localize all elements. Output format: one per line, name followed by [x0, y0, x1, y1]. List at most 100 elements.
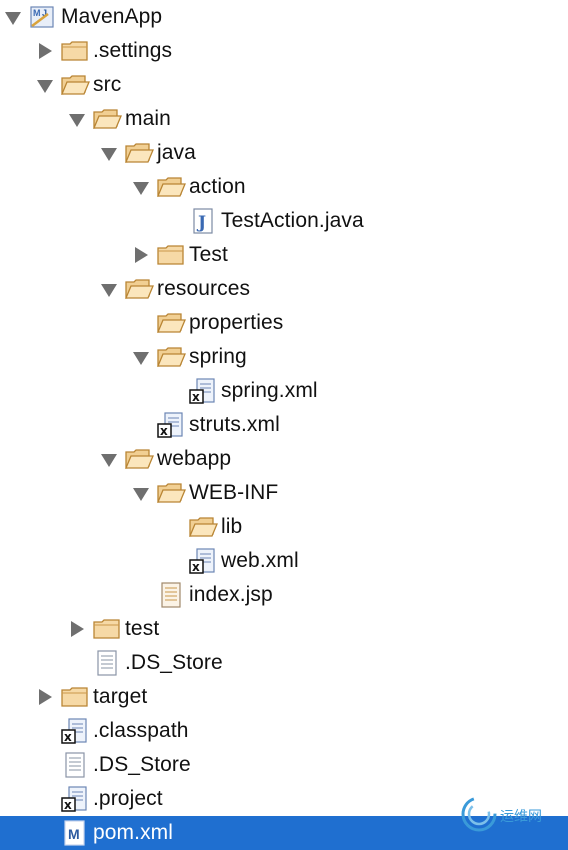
pom-file-icon: M [60, 820, 90, 846]
tree-item-label: web.xml [221, 549, 299, 572]
tree-item-label: pom.xml [93, 821, 174, 844]
collapsed-arrow-icon[interactable] [68, 620, 86, 638]
twisty-spacer [164, 212, 182, 230]
tree-item[interactable]: .DS_Store [0, 748, 568, 782]
folder-icon [92, 616, 122, 642]
expanded-arrow-icon[interactable] [100, 450, 118, 468]
folder-open-icon [124, 140, 154, 166]
tree-item[interactable]: action [0, 170, 568, 204]
folder-open-icon [156, 310, 186, 336]
svg-text:x: x [192, 560, 200, 574]
tree-item-label: TestAction.java [221, 209, 364, 232]
folder-open-icon [156, 480, 186, 506]
svg-text:M: M [33, 8, 41, 18]
tree-item[interactable]: target [0, 680, 568, 714]
expanded-arrow-icon[interactable] [68, 110, 86, 128]
tree-item[interactable]: .settings [0, 34, 568, 68]
tree-item[interactable]: src [0, 68, 568, 102]
twisty-spacer [36, 790, 54, 808]
tree-item-label: .DS_Store [93, 753, 191, 776]
twisty-spacer [36, 824, 54, 842]
tree-item[interactable]: J TestAction.java [0, 204, 568, 238]
folder-icon [60, 684, 90, 710]
xml-file-icon: x [156, 412, 186, 438]
tree-item-label: .project [93, 787, 163, 810]
svg-text:x: x [160, 424, 168, 438]
tree-item[interactable]: WEB-INF [0, 476, 568, 510]
tree-item[interactable]: test [0, 612, 568, 646]
folder-open-icon [124, 276, 154, 302]
folder-open-icon [60, 72, 90, 98]
xml-file-icon: x [188, 378, 218, 404]
text-file-icon [60, 752, 90, 778]
tree-item[interactable]: lib [0, 510, 568, 544]
xml-file-icon: x [188, 548, 218, 574]
folder-open-icon [188, 514, 218, 540]
tree-item-label: lib [221, 515, 243, 538]
tree-item[interactable]: x spring.xml [0, 374, 568, 408]
watermark-text: 运维网 [500, 809, 542, 825]
svg-text:J: J [196, 213, 206, 233]
expanded-arrow-icon[interactable] [100, 144, 118, 162]
tree-item[interactable]: main [0, 102, 568, 136]
tree-item-label: target [93, 685, 148, 708]
java-file-icon: J [188, 208, 218, 234]
expanded-arrow-icon[interactable] [132, 348, 150, 366]
tree-item-label: .DS_Store [125, 651, 223, 674]
svg-text:J: J [42, 8, 47, 18]
tree-item[interactable]: webapp [0, 442, 568, 476]
expanded-arrow-icon[interactable] [36, 76, 54, 94]
tree-item-label: test [125, 617, 160, 640]
jsp-file-icon [156, 582, 186, 608]
tree-item[interactable]: Test [0, 238, 568, 272]
tree-item-label: .settings [93, 39, 173, 62]
tree-item[interactable]: .DS_Store [0, 646, 568, 680]
twisty-spacer [36, 756, 54, 774]
tree-item-label: webapp [157, 447, 232, 470]
collapsed-arrow-icon[interactable] [132, 246, 150, 264]
collapsed-arrow-icon[interactable] [36, 688, 54, 706]
tree-item[interactable]: properties [0, 306, 568, 340]
twisty-spacer [164, 382, 182, 400]
expanded-arrow-icon[interactable] [100, 280, 118, 298]
twisty-spacer [68, 654, 86, 672]
tree-item[interactable]: x.classpath [0, 714, 568, 748]
tree-item[interactable]: java [0, 136, 568, 170]
twisty-spacer [36, 722, 54, 740]
tree-item[interactable]: x struts.xml [0, 408, 568, 442]
xml-file-icon: x [60, 718, 90, 744]
tree-item[interactable]: index.jsp [0, 578, 568, 612]
tree-item[interactable]: x .project [0, 782, 568, 816]
watermark: 运维网 [460, 795, 564, 837]
tree-item[interactable]: x web.xml [0, 544, 568, 578]
tree-item-label: index.jsp [189, 583, 273, 606]
folder-open-icon [156, 174, 186, 200]
twisty-spacer [164, 518, 182, 536]
tree-item-label: main [125, 107, 171, 130]
twisty-spacer [132, 586, 150, 604]
tree-item-label: WEB-INF [189, 481, 279, 504]
tree-item[interactable]: resources [0, 272, 568, 306]
expanded-arrow-icon[interactable] [132, 178, 150, 196]
tree-item[interactable]: spring [0, 340, 568, 374]
folder-icon [60, 38, 90, 64]
expanded-arrow-icon[interactable] [132, 484, 150, 502]
collapsed-arrow-icon[interactable] [36, 42, 54, 60]
tree-item-label: struts.xml [189, 413, 280, 436]
svg-text:x: x [192, 390, 200, 404]
tree-item-label: properties [189, 311, 284, 334]
xml-file-icon: x [60, 786, 90, 812]
expanded-arrow-icon[interactable] [4, 8, 22, 26]
tree-item-label: spring.xml [221, 379, 318, 402]
tree-item-label: action [189, 175, 246, 198]
watermark-logo-icon [460, 795, 498, 838]
twisty-spacer [132, 416, 150, 434]
svg-text:x: x [64, 798, 72, 812]
tree-item-label: Test [189, 243, 228, 266]
tree-item-label: java [157, 141, 196, 164]
svg-text:x: x [64, 730, 72, 744]
folder-open-icon [92, 106, 122, 132]
